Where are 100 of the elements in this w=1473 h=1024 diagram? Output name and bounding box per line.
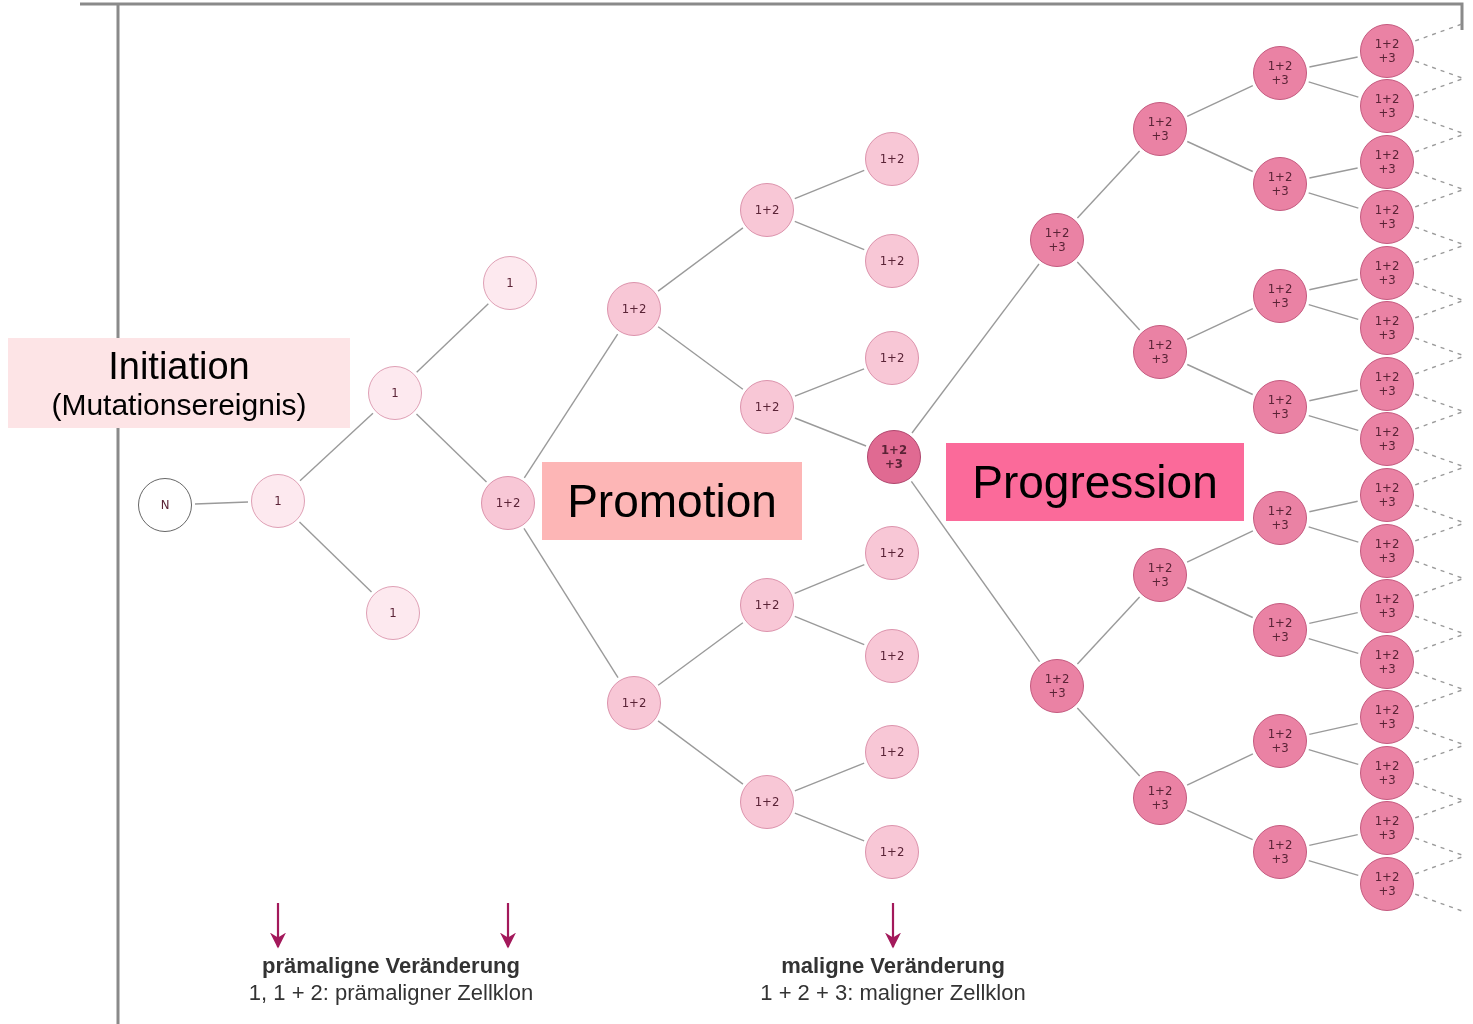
clone-label: 1+2 xyxy=(878,845,906,859)
clone-label: 1+2 +3 xyxy=(1373,814,1401,842)
clone-label: 1+2 +3 xyxy=(1373,648,1401,676)
clone-label: 1+2 xyxy=(753,203,781,217)
clone-label: 1+2 +3 xyxy=(1373,37,1401,65)
clone-label: 1+2 +3 xyxy=(1373,314,1401,342)
clone-label: 1+2 +3 xyxy=(1266,282,1294,310)
connector-line xyxy=(794,762,865,792)
connector-line xyxy=(1076,596,1141,665)
connector-line xyxy=(1308,414,1359,432)
stage-subtitle: (Mutationsereignis) xyxy=(51,387,307,422)
clone-label: 1+2 +3 xyxy=(1043,672,1071,700)
connector-line xyxy=(1308,748,1359,766)
clone-label: 1+2 xyxy=(878,254,906,268)
cell-circle xyxy=(1030,213,1084,267)
connector-line xyxy=(1308,167,1359,179)
cell-circle xyxy=(740,380,794,434)
cell-circle xyxy=(865,331,919,385)
dashed-line xyxy=(1414,411,1463,430)
connector-line xyxy=(1186,363,1254,396)
cell-circle xyxy=(251,474,305,528)
cell-circle xyxy=(1133,771,1187,825)
dashed-line xyxy=(1414,837,1463,856)
connector-line xyxy=(298,521,373,593)
dashed-line xyxy=(1414,523,1463,542)
clone-label: 1+2 +3 xyxy=(1043,226,1071,254)
connector-line xyxy=(194,501,249,505)
connector-line xyxy=(523,527,619,679)
cell-circle xyxy=(1253,269,1307,323)
cell-circle xyxy=(867,430,921,484)
cell-circle xyxy=(1253,714,1307,768)
clone-label: 1+2 +3 xyxy=(1146,561,1174,589)
clone-label: 1+2 +3 xyxy=(1266,727,1294,755)
connector-line xyxy=(911,263,1040,434)
dashed-line xyxy=(1414,226,1463,245)
connector-line xyxy=(1186,809,1254,841)
connector-line xyxy=(1307,526,1360,543)
stage-title: Progression xyxy=(972,455,1218,509)
connector-line xyxy=(1186,308,1254,340)
connector-line xyxy=(1308,500,1359,513)
clone-label: 1+2 xyxy=(878,649,906,663)
connector-line xyxy=(657,227,744,292)
cell-circle xyxy=(483,256,537,310)
dashed-line xyxy=(1414,467,1463,486)
dashed-line xyxy=(1414,60,1463,79)
cell-circle xyxy=(1360,857,1414,911)
dashed-line xyxy=(1414,726,1463,745)
clone-label: 1 xyxy=(388,606,398,620)
dashed-line xyxy=(1414,134,1463,153)
clone-label: 1+2 xyxy=(878,152,906,166)
cell-circle xyxy=(865,725,919,779)
cell-circle xyxy=(1360,79,1414,133)
clone-label: 1 xyxy=(273,494,283,508)
clone-label: 1+2 +3 xyxy=(1373,703,1401,731)
clone-label: 1+2 +3 xyxy=(1146,338,1174,366)
dashed-line xyxy=(1414,171,1463,190)
connector-line xyxy=(1186,586,1254,619)
dashed-line xyxy=(1414,893,1463,912)
connector-line xyxy=(1076,261,1141,331)
connector-line xyxy=(1308,611,1359,625)
clone-label: 1+2 +3 xyxy=(1373,370,1401,398)
cell-circle xyxy=(865,629,919,683)
dashed-line xyxy=(1414,23,1463,42)
stage-label-box xyxy=(8,338,350,428)
dashed-line xyxy=(1414,356,1463,375)
cell-circle xyxy=(740,578,794,632)
connector-line xyxy=(794,220,865,251)
connector-line xyxy=(1076,707,1141,777)
cell-circle xyxy=(1253,46,1307,100)
cell-circle xyxy=(865,825,919,879)
cell-circle xyxy=(481,476,535,530)
clone-label: 1+2 xyxy=(753,795,781,809)
dashed-line xyxy=(1414,745,1463,764)
dashed-line xyxy=(1414,78,1463,97)
clone-label: 1+2 +3 xyxy=(1373,592,1401,620)
connector-line xyxy=(657,326,744,390)
clone-label: 1+2 +3 xyxy=(1266,59,1294,87)
cell-circle xyxy=(1360,412,1414,466)
clone-label: 1+2 +3 xyxy=(879,443,909,471)
cell-circle xyxy=(1253,825,1307,879)
cell-circle xyxy=(138,478,192,532)
clone-label: 1+2 +3 xyxy=(1266,616,1294,644)
clone-label: 1+2 xyxy=(753,400,781,414)
connector-line xyxy=(415,413,488,483)
cell-circle xyxy=(1253,491,1307,545)
clone-label: 1+2 +3 xyxy=(1266,838,1294,866)
clone-label: 1+2 xyxy=(878,546,906,560)
cell-circle xyxy=(1360,801,1414,855)
cell-circle xyxy=(366,586,420,640)
cell-circle xyxy=(607,282,661,336)
cell-circle xyxy=(1360,468,1414,522)
connector-line xyxy=(657,720,744,785)
dashed-line xyxy=(1414,300,1463,319)
clone-label: 1+2 +3 xyxy=(1146,115,1174,143)
dashed-line xyxy=(1414,245,1463,264)
arrow xyxy=(270,903,286,949)
clone-label: 1 xyxy=(390,386,400,400)
arrow xyxy=(885,903,901,949)
cell-circle xyxy=(1360,24,1414,78)
cell-circle xyxy=(1360,746,1414,800)
